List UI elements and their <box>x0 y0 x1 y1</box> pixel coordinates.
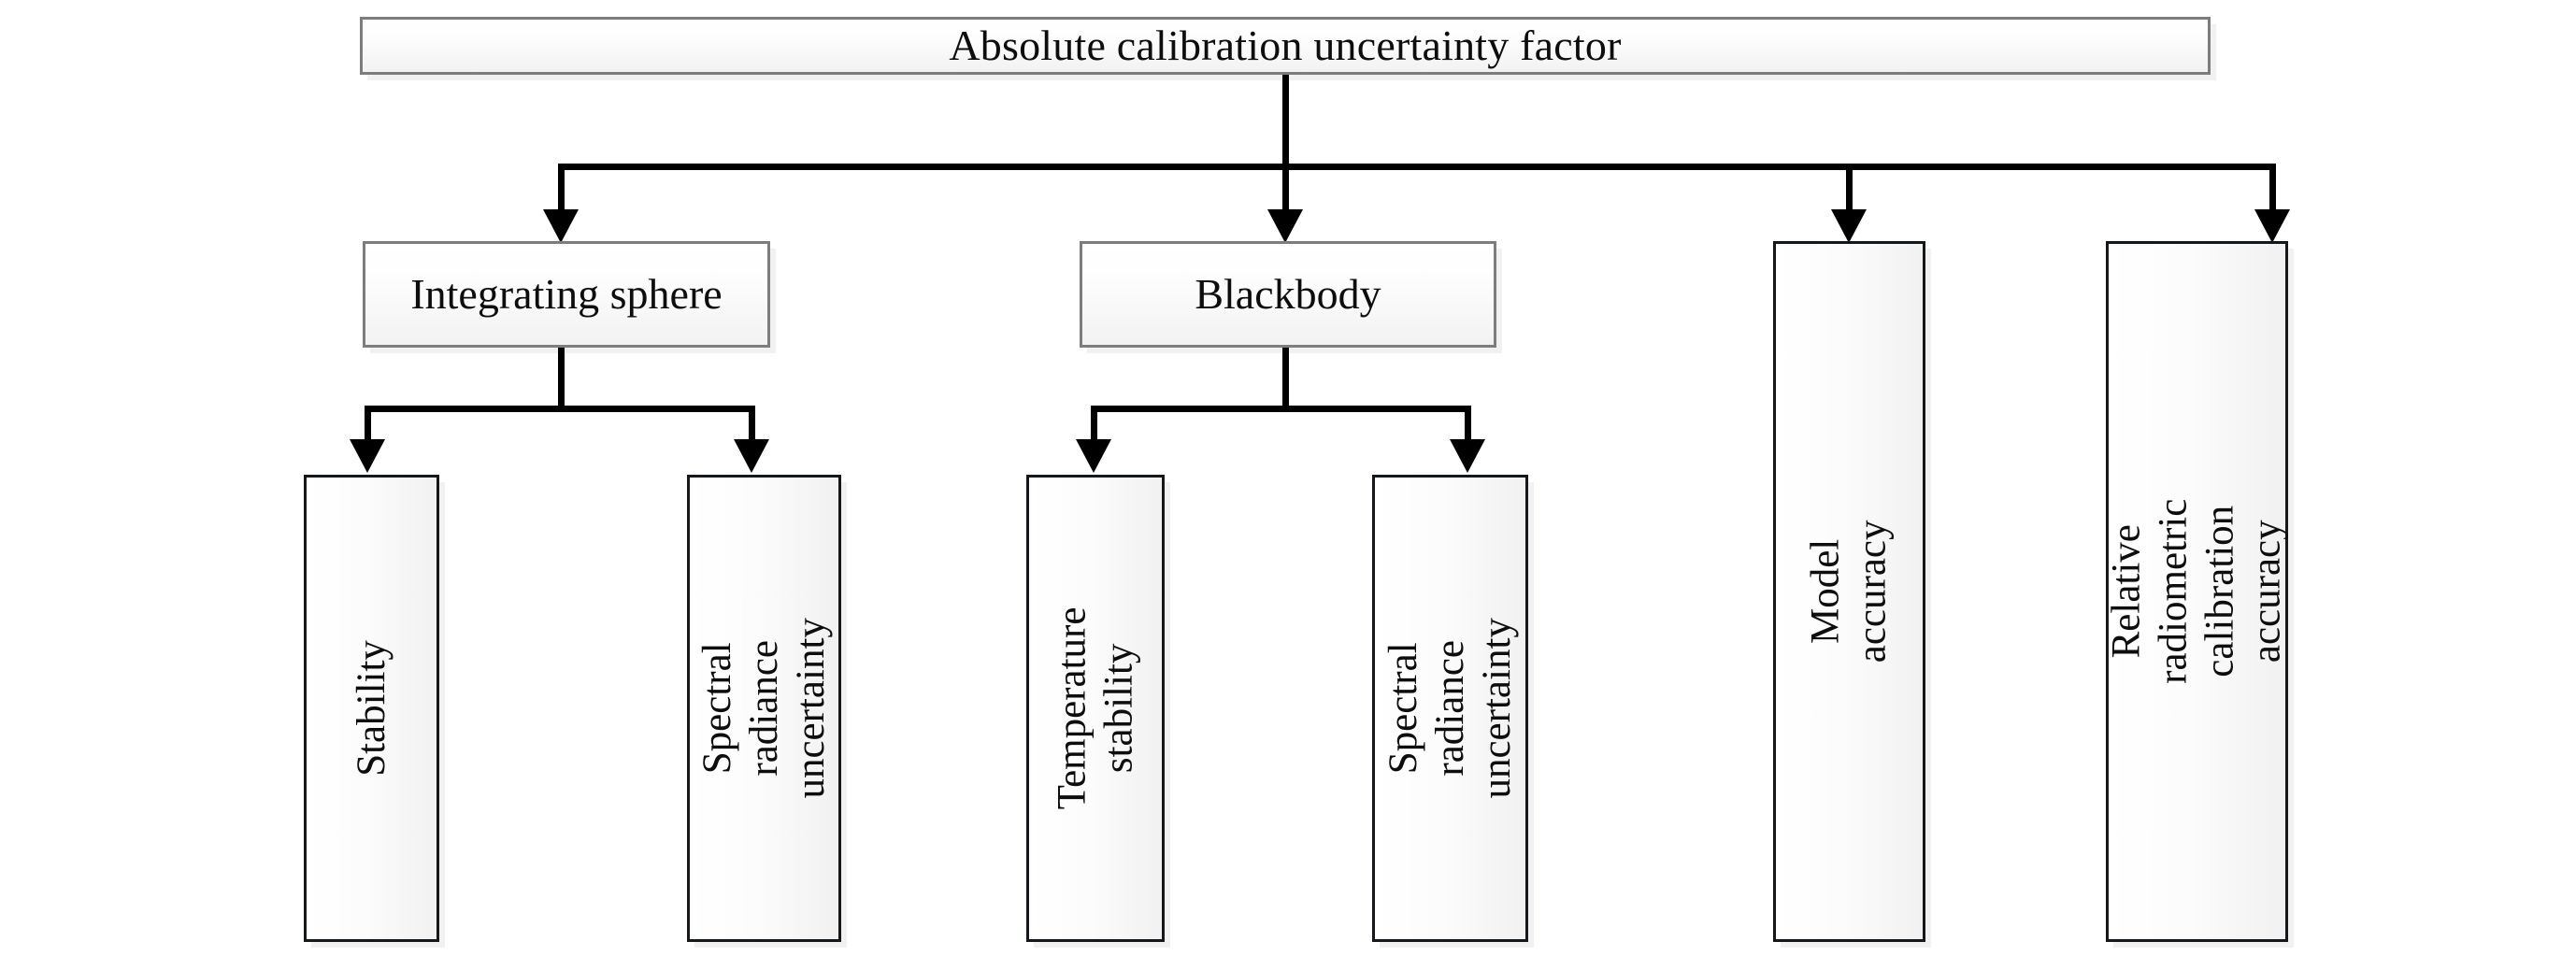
arrowhead-temperature-stability <box>1076 439 1111 473</box>
node-label: Temperature stability <box>1050 606 1141 810</box>
connector-root-stem <box>1282 75 1289 169</box>
node-label: Absolute calibration uncertainty factor <box>949 21 1622 70</box>
node-label: Integrating sphere <box>410 270 723 319</box>
arrowhead-stability <box>350 439 385 473</box>
node-label: Blackbody <box>1195 270 1381 319</box>
node-label: Stability <box>349 640 394 777</box>
connector-to-spectral-radiance-uncertainty-blackbody <box>1465 406 1471 450</box>
connector-root-bus <box>558 164 2276 170</box>
connector-to-spectral-radiance-uncertainty-sphere <box>749 406 755 450</box>
node-model-accuracy[interactable]: Model accuracy <box>1773 241 1925 942</box>
connector-to-temperature-stability <box>1091 406 1097 450</box>
arrowhead-spectral-radiance-uncertainty-sphere <box>734 439 769 473</box>
node-stability[interactable]: Stability <box>304 475 439 942</box>
connector-to-stability <box>365 406 371 450</box>
node-temperature-stability[interactable]: Temperature stability <box>1026 475 1165 942</box>
arrowhead-integrating-sphere <box>543 209 579 243</box>
connector-root-to-model-accuracy <box>1846 164 1853 221</box>
connector-blackbody-bus <box>1091 406 1471 412</box>
connector-integrating-sphere-stem <box>558 348 565 409</box>
node-label: Spectral radiance uncertainty <box>1381 618 1519 799</box>
connector-root-to-blackbody <box>1282 164 1289 221</box>
arrowhead-blackbody <box>1267 209 1303 243</box>
connector-root-to-relative-radiometric <box>2269 164 2276 221</box>
node-label: Model accuracy <box>1803 520 1895 663</box>
node-integrating-sphere[interactable]: Integrating sphere <box>363 241 770 348</box>
node-label: Spectral radiance uncertainty <box>694 618 833 799</box>
node-spectral-radiance-uncertainty-blackbody[interactable]: Spectral radiance uncertainty <box>1372 475 1528 942</box>
arrowhead-spectral-radiance-uncertainty-blackbody <box>1450 439 1485 473</box>
node-label: Relative radiometric calibration accurac… <box>2104 498 2289 685</box>
node-absolute-calibration-uncertainty-factor[interactable]: Absolute calibration uncertainty factor <box>360 17 2211 75</box>
node-blackbody[interactable]: Blackbody <box>1080 241 1496 348</box>
connector-blackbody-stem <box>1282 348 1289 409</box>
connector-integrating-sphere-bus <box>365 406 755 412</box>
connector-root-to-integrating-sphere <box>558 164 565 221</box>
arrowhead-relative-radiometric <box>2254 209 2290 243</box>
node-relative-radiometric-calibration-accuracy[interactable]: Relative radiometric calibration accurac… <box>2104 241 2289 942</box>
arrowhead-model-accuracy <box>1831 209 1867 243</box>
node-spectral-radiance-uncertainty-sphere[interactable]: Spectral radiance uncertainty <box>687 475 841 942</box>
